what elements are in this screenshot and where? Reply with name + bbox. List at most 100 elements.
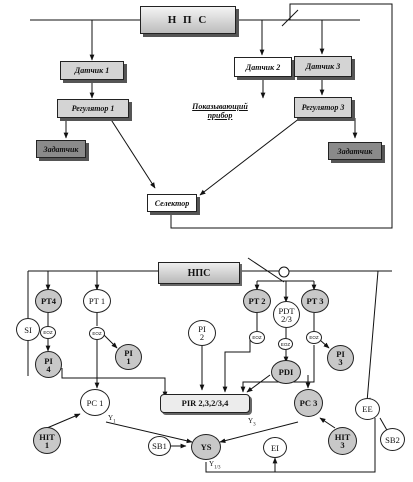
- setpoint-left-label: Задатчик: [43, 144, 79, 154]
- ei-label: EI: [270, 442, 280, 453]
- eoz-pt2-label: EOZ: [252, 335, 262, 340]
- pir-label: PIR 2,3,2/3,4: [181, 398, 229, 408]
- line-reg3-selector: [199, 117, 301, 196]
- hit1-label-2: 1: [44, 439, 50, 450]
- ee-label: EE: [362, 404, 373, 414]
- line-eoz-pi1: [103, 334, 118, 349]
- si-label: SI: [24, 324, 32, 335]
- selector-label: Селектор: [154, 198, 190, 208]
- pdt-label-1: PDT: [278, 305, 295, 316]
- setpoint-left-box: Задатчик: [36, 140, 86, 158]
- pt1-label: PT 1: [88, 296, 106, 306]
- indicator-line1: Показывающий: [192, 102, 248, 111]
- line-pi4-pir: [61, 368, 168, 398]
- setpoint-right-label: Задатчик: [337, 146, 373, 156]
- ys-label: YS: [200, 442, 212, 452]
- pc3-node: PC 3: [294, 389, 323, 417]
- line-pdi-pir: [246, 374, 271, 393]
- pdi-node: PDI: [271, 360, 301, 384]
- line-valve-diag: [247, 257, 285, 283]
- ee-node: EE: [355, 398, 380, 420]
- line-eoz-pi3: [319, 339, 330, 349]
- line-selector-feedback: [170, 3, 393, 229]
- pt4-node: PT4: [35, 289, 62, 313]
- si-node: SI: [16, 318, 40, 341]
- pt3-label: PT 3: [306, 296, 324, 306]
- regulator1-box: Регулятор 1: [57, 99, 129, 118]
- line-pc1-ys: [105, 421, 193, 444]
- hit3-label-1: HIT: [334, 432, 351, 442]
- regulator3-box: Регулятор 3: [294, 97, 352, 118]
- line-hit1-pc1: [46, 413, 81, 429]
- sensor3-label: Датчик 3: [305, 62, 341, 71]
- eoz-pt1-label: EOZ: [92, 331, 102, 336]
- sensor2-box: Датчик 2: [234, 57, 292, 77]
- regulator1-label: Регулятор 1: [71, 104, 115, 113]
- pt1-node: PT 1: [83, 289, 111, 313]
- nps-bottom-label: НПС: [187, 267, 211, 279]
- sb2-node: SB2: [380, 428, 405, 451]
- eoz-pt2: EOZ: [249, 331, 265, 344]
- selector-box: Селектор: [147, 194, 197, 212]
- setpoint-right-box: Задатчик: [328, 142, 382, 160]
- indicator-line2: прибор: [207, 111, 233, 120]
- sensor2-label: Датчик 2: [245, 62, 281, 72]
- pi3-label-1: PI: [336, 349, 345, 359]
- line-hit3-pc3: [319, 417, 336, 429]
- ys-node: YS: [191, 434, 221, 460]
- pi4-label-2: 4: [46, 363, 51, 374]
- sb1-node: SB1: [148, 436, 171, 456]
- eoz-pt4-label: EOZ: [43, 330, 53, 335]
- line-ee-pipe: [366, 270, 379, 403]
- sensor1-label: Датчик 1: [74, 66, 110, 75]
- line-pc3-ys: [219, 421, 299, 443]
- pt2-label: PT 2: [248, 296, 266, 306]
- pc3-label: PC 3: [299, 398, 318, 408]
- sb1-label: SB1: [152, 441, 167, 451]
- hit1-node: HIT 1: [33, 427, 61, 454]
- sensor1-box: Датчик 1: [60, 61, 124, 80]
- y3-sub: 3: [253, 422, 256, 428]
- indicator-box: Показывающий прибор: [180, 100, 260, 122]
- line-eoz-pir: [222, 340, 251, 393]
- pc1-label: PC 1: [86, 397, 104, 408]
- regulator3-label: Регулятор 3: [301, 103, 345, 112]
- signal-y1: Y1: [108, 414, 116, 424]
- pi3-node: PI 3: [327, 345, 354, 371]
- pi2-label-2: 2: [199, 332, 205, 342]
- pdt-label-2: 2/3: [281, 313, 292, 324]
- pi2-node: PI 2: [188, 320, 216, 346]
- nps-bottom-box: НПС: [158, 262, 240, 284]
- pir-box: PIR 2,3,2/3,4: [160, 394, 250, 413]
- hit3-node: HIT 3: [328, 427, 357, 455]
- nps-top-label: Н П С: [167, 13, 209, 26]
- eoz-pdt: EOZ: [278, 338, 293, 350]
- pi1-label-1: PI: [124, 348, 133, 358]
- eoz-pt4: EOZ: [40, 326, 56, 339]
- pt4-label: PT4: [40, 296, 57, 306]
- pdt-node: PDT 2/3: [273, 301, 300, 328]
- pt3-node: PT 3: [301, 289, 329, 313]
- signal-y13: Y1/3: [209, 460, 220, 470]
- pt2-node: PT 2: [243, 289, 271, 313]
- pc1-node: PC 1: [80, 389, 110, 416]
- pi4-node: PI 4: [35, 351, 62, 378]
- sensor3-box: Датчик 3: [294, 56, 352, 77]
- sb2-label: SB2: [385, 434, 400, 445]
- valve-symbol: [278, 266, 290, 278]
- y13-main: Y: [209, 460, 215, 468]
- line-reg1-selector: [109, 117, 156, 189]
- pi1-label-2: 1: [126, 356, 131, 366]
- ei-node: EI: [263, 437, 287, 458]
- y1-main: Y: [108, 414, 114, 422]
- pi4-label-1: PI: [44, 355, 53, 366]
- signal-y3: Y3: [248, 417, 256, 427]
- nps-top-box: Н П С: [140, 6, 236, 34]
- pi3-label-2: 3: [338, 357, 343, 367]
- hit3-label-2: 3: [340, 440, 345, 450]
- eoz-pt3-label: EOZ: [309, 335, 319, 340]
- eoz-pdt-label: EOZ: [280, 341, 291, 347]
- line-ys-loop: [205, 418, 376, 473]
